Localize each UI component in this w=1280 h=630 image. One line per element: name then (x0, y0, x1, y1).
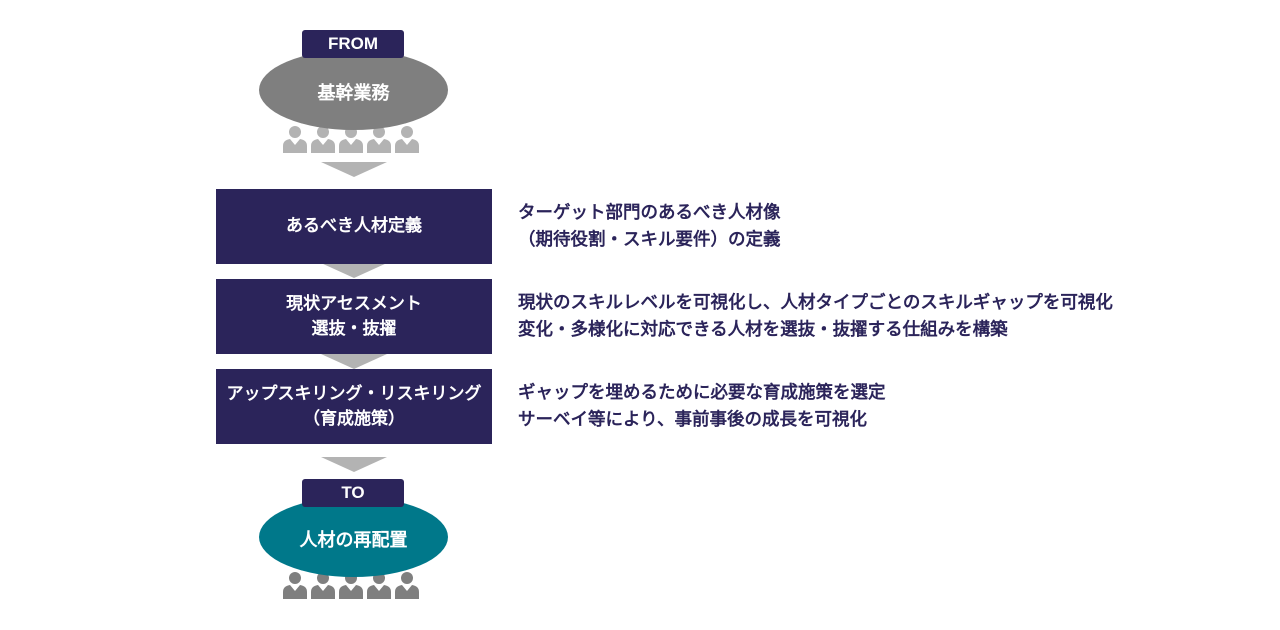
step-3-desc-line-1: ギャップを埋めるために必要な育成施策を選定 (518, 383, 886, 403)
from-tab-label: FROM (327, 34, 379, 53)
person-icon (283, 126, 307, 153)
from-ellipse-label: 基幹業務 (317, 83, 390, 104)
step-3-desc-line-2: サーベイ等により、事前事後の成長を可視化 (518, 410, 867, 430)
down-arrow-icon (321, 263, 387, 278)
step-3-box: アップスキリング・リスキリング （育成施策） (216, 369, 492, 444)
step-3-title-line-2: （育成施策） (303, 408, 405, 429)
step-2-desc-line-1: 現状のスキルレベルを可視化し、人材タイプごとのスキルギャップを可視化 (518, 293, 1113, 313)
from-tab: FROM (302, 30, 404, 58)
person-icon (367, 126, 391, 153)
to-tab: TO (302, 479, 404, 507)
to-ellipse-label: 人材の再配置 (299, 530, 408, 551)
person-icon (311, 126, 335, 153)
to-tab-label: TO (341, 483, 365, 502)
step-1-box: あるべき人材定義 (216, 189, 492, 264)
step-3-description: ギャップを埋めるために必要な育成施策を選定 サーベイ等により、事前事後の成長を可… (518, 380, 886, 434)
step-2-title-line-1: 現状アセスメント (286, 293, 422, 314)
from-people-group (283, 126, 425, 153)
from-ellipse: 基幹業務 (259, 50, 448, 130)
down-arrow-icon (321, 162, 387, 177)
step-3-title-line-1: アップスキリング・リスキリング (226, 383, 482, 404)
step-2-description: 現状のスキルレベルを可視化し、人材タイプごとのスキルギャップを可視化 変化・多様… (518, 290, 1113, 344)
step-2-title-line-2: 選抜・抜擢 (311, 318, 397, 339)
step-1-desc-line-2: （期待役割・スキル要件）の定義 (518, 230, 781, 250)
person-icon (395, 572, 419, 599)
step-1-title-line-1: あるべき人材定義 (286, 216, 422, 236)
to-people-group (283, 572, 425, 599)
to-ellipse: 人材の再配置 (259, 497, 448, 577)
step-1-desc-line-1: ターゲット部門のあるべき人材像 (518, 203, 781, 223)
down-arrow-icon (321, 354, 387, 369)
step-2-box: 現状アセスメント 選抜・抜擢 (216, 279, 492, 354)
person-icon (395, 126, 419, 153)
step-1-description: ターゲット部門のあるべき人材像 （期待役割・スキル要件）の定義 (518, 200, 781, 254)
down-arrow-icon (321, 457, 387, 472)
step-2-desc-line-2: 変化・多様化に対応できる人材を選抜・抜擢する仕組みを構築 (518, 320, 1008, 340)
person-icon (283, 572, 307, 599)
